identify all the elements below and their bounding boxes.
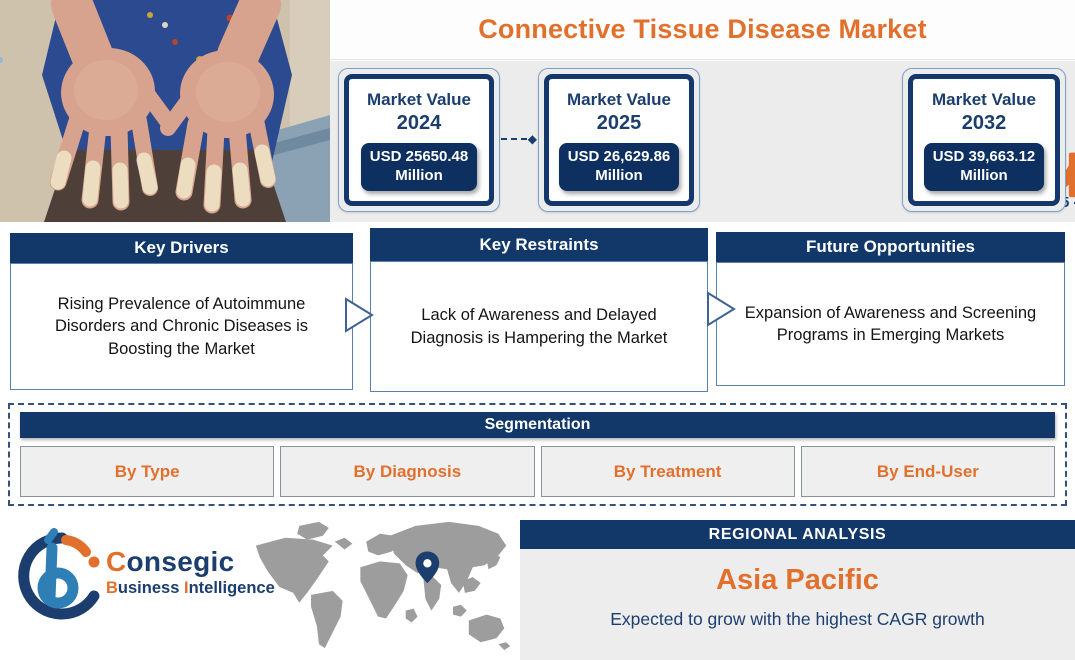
card-year: 2025 — [596, 112, 642, 135]
hands-photo — [0, 0, 330, 222]
regional-note: Expected to grow with the highest CAGR g… — [610, 609, 985, 629]
market-value-card-2032: Market Value 2032 USD 39,663.12 Million — [902, 68, 1066, 212]
key-restraints-text: Lack of Awareness and Delayed Diagnosis … — [370, 261, 708, 392]
key-drivers-header: Key Drivers — [10, 233, 353, 263]
diamond-icon: ◆ — [527, 132, 537, 146]
card-value: USD 39,663.12 Million — [923, 143, 1045, 191]
market-value-card-2024: Market Value 2024 USD 25650.48 Million — [338, 68, 500, 212]
segment-by-diagnosis: By Diagnosis — [280, 446, 535, 497]
card-label: Market Value — [932, 90, 1036, 110]
company-name: Consegic — [106, 546, 235, 577]
regional-analysis-header: REGIONAL ANALYSIS — [520, 520, 1075, 549]
page-title: Connective Tissue Disease Market — [330, 0, 1075, 60]
world-map — [255, 521, 511, 651]
segmentation-section: Segmentation By Type By Diagnosis By Tre… — [8, 403, 1067, 506]
card-value: USD 26,629.86 Million — [558, 143, 680, 191]
regional-region-name: Asia Pacific — [716, 564, 879, 596]
chevron-right-icon — [345, 297, 374, 333]
key-drivers-text: Rising Prevalence of Autoimmune Disorder… — [10, 263, 353, 390]
market-value-card-2025: Market Value 2025 USD 26,629.86 Million — [538, 68, 700, 212]
future-opportunities-text: Expansion of Awareness and Screening Pro… — [716, 262, 1065, 386]
regional-analysis-body: Asia Pacific Expected to grow with the h… — [520, 549, 1075, 660]
company-logo-text: Consegic Business Intelligence — [106, 546, 275, 598]
header-panel: Connective Tissue Disease Market Market … — [330, 0, 1075, 222]
company-tagline: Business Intelligence — [106, 579, 275, 597]
hands-photo-illustration — [0, 0, 330, 222]
segment-by-end-user: By End-User — [800, 446, 1055, 497]
company-logo: Consegic Business Intelligence — [14, 520, 275, 645]
card-year: 2024 — [396, 112, 442, 135]
segmentation-header: Segmentation — [20, 412, 1055, 438]
segment-by-type: By Type — [20, 446, 275, 497]
card-label: Market Value — [367, 90, 471, 110]
connector-arrow: ◆ — [501, 132, 537, 146]
future-opportunities-header: Future Opportunities — [716, 232, 1065, 262]
market-cards-panel: Market Value 2024 USD 25650.48 Million ◆… — [330, 61, 1075, 222]
chevron-right-icon — [707, 291, 736, 327]
key-restraints-header: Key Restraints — [370, 228, 708, 261]
card-year: 2032 — [961, 112, 1007, 135]
consegic-logo-icon — [18, 528, 100, 620]
card-value: USD 25650.48 Million — [360, 143, 478, 191]
segment-by-treatment: By Treatment — [540, 446, 795, 497]
card-label: Market Value — [567, 90, 671, 110]
